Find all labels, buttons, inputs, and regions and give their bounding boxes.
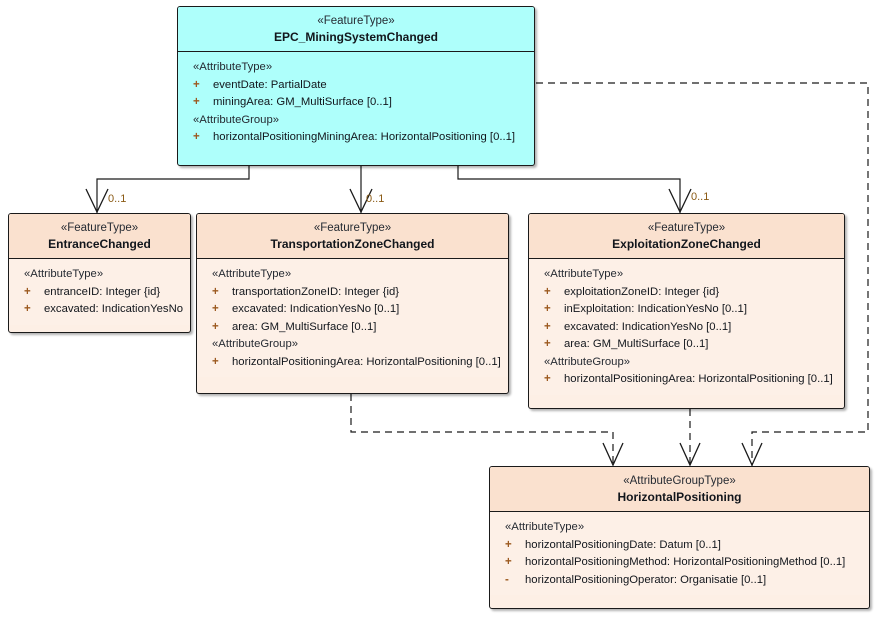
class-body: «AttributeType» +eventDate: PartialDate … — [178, 52, 534, 153]
attribute-row: + excavated: IndicationYesNo — [9, 301, 190, 319]
attribute-text: horizontalPositioningMiningArea: Horizon… — [213, 131, 516, 143]
visibility-marker: + — [193, 78, 200, 91]
attribute-text: horizontalPositioningArea: HorizontalPos… — [232, 355, 501, 368]
attribute-group-label: «AttributeType» — [212, 268, 292, 280]
attribute-row: + exploitationZoneID: Integer {id} — [529, 284, 844, 302]
visibility-marker: + — [544, 320, 551, 333]
dependency-exploitation-to-horizontalpositioning — [679, 409, 701, 467]
class-body: «AttributeType» + horizontalPositioningDa… — [490, 512, 869, 595]
visibility-marker: + — [212, 303, 219, 315]
attribute-text: inExploitation: IndicationYesNo [0..1] — [564, 303, 747, 315]
attribute-row: + entranceID: Integer {id} — [9, 284, 190, 302]
attribute-text: excavated: IndicationYesNo — [44, 303, 184, 315]
attribute-row: + transportationZoneID: Integer {id} — [197, 284, 508, 302]
attribute-text: exploitationZoneID: Integer {id} — [564, 285, 720, 298]
visibility-marker: + — [24, 285, 31, 298]
class-header: «FeatureType» EntranceChanged — [9, 214, 190, 259]
attribute-row: - horizontalPositioningOperator: Organisa… — [490, 572, 869, 590]
attribute-row: + horizontalPositioningDate: Datum [0..1] — [490, 537, 869, 555]
attribute-row: + excavated: IndicationYesNo [0..1] — [529, 319, 844, 337]
class-header: «FeatureType» EPC_MiningSystemChanged — [178, 7, 534, 52]
attribute-text: horizontalPositioningArea: HorizontalPos… — [564, 373, 833, 385]
attribute-text: entranceID: Integer {id} — [44, 285, 161, 298]
class-header: «AttributeGroupType» HorizontalPositioni… — [490, 467, 869, 512]
class-box-entrancechanged[interactable]: «FeatureType» EntranceChanged «Attribute… — [8, 213, 191, 333]
class-box-transportationzonechanged[interactable]: «FeatureType» TransportationZoneChanged … — [196, 213, 509, 394]
association-root-to-entrance — [85, 166, 250, 214]
visibility-marker: + — [544, 338, 551, 350]
attribute-row: + area: GM_MultiSurface [0..1] — [529, 336, 844, 354]
association-root-to-transportation — [349, 166, 373, 214]
association-root-to-exploitation — [457, 166, 692, 214]
attribute-row: + horizontalPositioningArea: HorizontalPo… — [197, 354, 508, 372]
multiplicity-exploitation: 0..1 — [691, 191, 710, 203]
attribute-row: + eventDate: PartialDate — [178, 77, 534, 95]
attribute-group-label: «AttributeType» — [544, 268, 624, 280]
visibility-marker: + — [193, 131, 200, 143]
attribute-row: + horizontalPositioningMiningArea: Horizo… — [178, 129, 534, 147]
visibility-marker: + — [193, 96, 200, 108]
class-box-exploitationzonechanged[interactable]: «FeatureType» ExploitationZoneChanged «A… — [528, 213, 845, 409]
visibility-marker: + — [212, 355, 219, 368]
class-name: EntranceChanged — [48, 237, 151, 251]
attribute-text: horizontalPositioningDate: Datum [0..1] — [525, 538, 721, 551]
attribute-group-label: «AttributeType» — [193, 61, 273, 73]
attribute-text: excavated: IndicationYesNo [0..1] — [232, 303, 400, 315]
class-body: «AttributeType» + entranceID: Integer {id… — [9, 259, 190, 325]
class-body: «AttributeType» + transportationZoneID: I… — [197, 259, 508, 377]
attribute-row: + inExploitation: IndicationYesNo [0..1] — [529, 301, 844, 319]
attribute-text: horizontalPositioningOperator: Organisat… — [525, 573, 767, 586]
class-stereotype: «FeatureType» — [317, 15, 395, 27]
attribute-text: transportationZoneID: Integer {id} — [232, 285, 400, 298]
attribute-row: + excavated: IndicationYesNo [0..1] — [197, 301, 508, 319]
visibility-marker: + — [212, 285, 219, 298]
class-stereotype: «FeatureType» — [647, 222, 726, 234]
attribute-row: + horizontalPositioningMethod: Horizontal… — [490, 554, 869, 572]
attribute-text: miningArea: GM_MultiSurface [0..1] — [213, 96, 392, 108]
visibility-marker: - — [505, 573, 509, 586]
multiplicity-entrance: 0..1 — [108, 193, 127, 205]
attribute-group-label: «AttributeType» — [24, 268, 104, 280]
visibility-marker: + — [544, 373, 551, 385]
class-stereotype: «FeatureType» — [60, 222, 139, 234]
attribute-group-label: «AttributeGroup» — [193, 113, 280, 126]
class-name: TransportationZoneChanged — [270, 237, 435, 251]
visibility-marker: + — [212, 320, 219, 333]
visibility-marker: + — [505, 538, 512, 551]
class-body: «AttributeType» + exploitationZoneID: Int… — [529, 259, 844, 395]
visibility-marker: + — [544, 303, 551, 315]
visibility-marker: + — [505, 556, 512, 568]
class-name: ExploitationZoneChanged — [612, 237, 761, 251]
class-header: «FeatureType» TransportationZoneChanged — [197, 214, 508, 259]
visibility-marker: + — [24, 303, 31, 315]
class-stereotype: «FeatureType» — [313, 222, 392, 234]
class-box-horizontalpositioning[interactable]: «AttributeGroupType» HorizontalPositioni… — [489, 466, 870, 609]
class-header: «FeatureType» ExploitationZoneChanged — [529, 214, 844, 259]
attribute-text: area: GM_MultiSurface [0..1] — [564, 338, 709, 350]
attribute-row: + area: GM_MultiSurface [0..1] — [197, 319, 508, 337]
attribute-row: + horizontalPositioningArea: HorizontalPo… — [529, 371, 844, 389]
attribute-text: area: GM_MultiSurface [0..1] — [232, 320, 377, 333]
class-box-epc-miningsystemchanged[interactable]: «FeatureType» EPC_MiningSystemChanged «A… — [177, 6, 535, 166]
attribute-group-label: «AttributeGroup» — [544, 355, 631, 368]
attribute-text: horizontalPositioningMethod: HorizontalP… — [525, 556, 846, 568]
class-name: HorizontalPositioning — [617, 490, 742, 504]
attribute-text: eventDate: PartialDate — [213, 78, 327, 91]
visibility-marker: + — [544, 285, 551, 298]
attribute-text: excavated: IndicationYesNo [0..1] — [564, 320, 732, 333]
class-stereotype: «AttributeGroupType» — [623, 475, 736, 487]
multiplicity-transportation: 0..1 — [366, 193, 385, 205]
class-name: EPC_MiningSystemChanged — [273, 30, 439, 44]
attribute-group-label: «AttributeGroup» — [212, 338, 299, 350]
attribute-group-label: «AttributeType» — [505, 521, 585, 533]
attribute-row: + miningArea: GM_MultiSurface [0..1] — [178, 94, 534, 112]
